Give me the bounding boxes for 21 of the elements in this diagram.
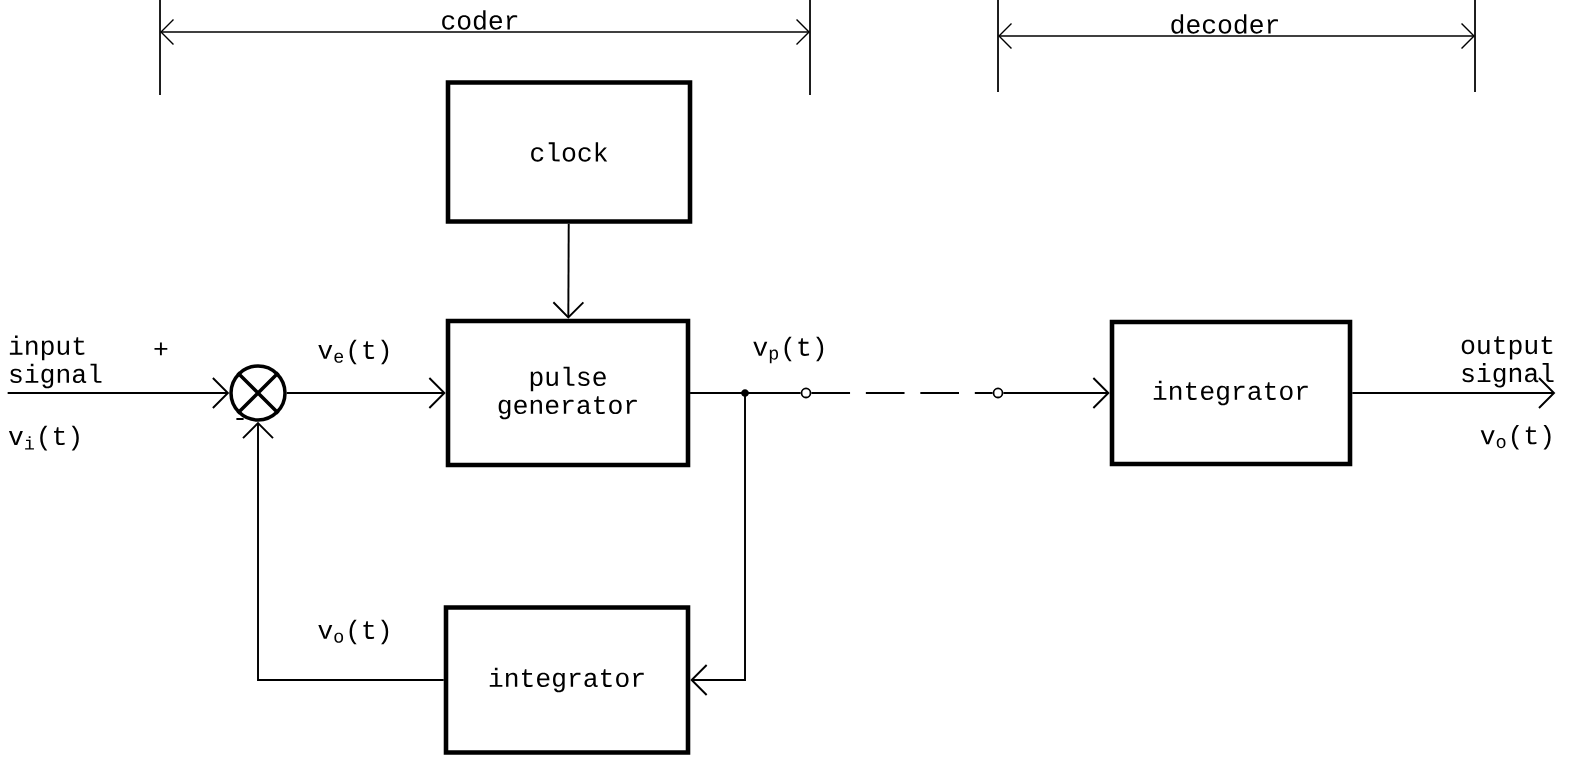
- edge-label: v$_{p}$(t): [750, 334, 830, 366]
- block-box: integrator: [443, 605, 691, 755]
- signal-label: output signal v$_{o}$(t): [1461, 336, 1554, 450]
- arrow: [6, 377, 230, 409]
- label: decoder: [1171, 14, 1278, 34]
- arrow: [242, 421, 445, 681]
- signal-label: input signal v$_{i}$(t): [8, 335, 102, 451]
- label: coder: [442, 10, 518, 30]
- arrow: [552, 222, 585, 319]
- arrow: [1351, 377, 1556, 409]
- summing-junction: [229, 364, 287, 422]
- block-box: pulse generator: [445, 318, 691, 468]
- label: -: [236, 418, 244, 421]
- label: +: [154, 342, 168, 356]
- block-box: clock: [445, 80, 693, 224]
- arrow: [285, 377, 446, 409]
- edge-label: v$_{o}$(t): [315, 617, 395, 647]
- edge-label: v$_{e}$(t): [315, 337, 395, 367]
- block-box: integrator: [1109, 319, 1353, 467]
- arrow: [1002, 377, 1110, 409]
- arrow: [689, 392, 746, 696]
